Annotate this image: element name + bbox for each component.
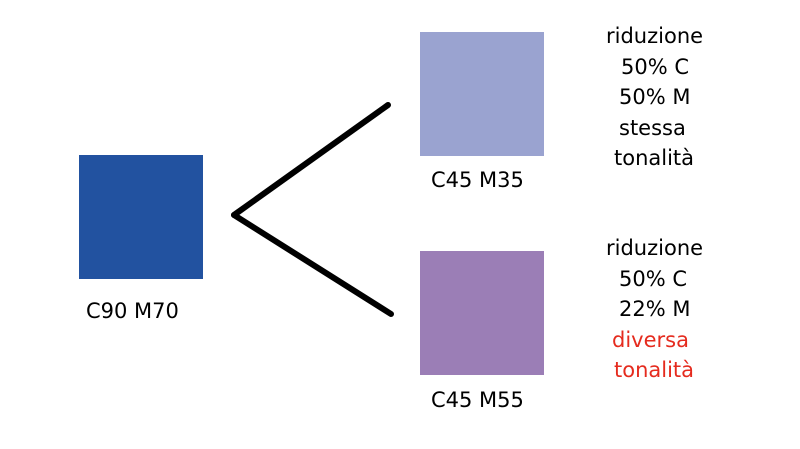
target-note-1: riduzione 50% C 50% M stessa tonalità bbox=[606, 21, 703, 174]
target-swatch-1 bbox=[420, 32, 544, 156]
note-1-line-4: stessa bbox=[619, 115, 686, 140]
note-2-line-4: diversa bbox=[612, 327, 689, 352]
branch-line-upper bbox=[231, 102, 391, 218]
note-2-line-2: 50% C bbox=[619, 266, 688, 291]
source-color-label: C90 M70 bbox=[86, 299, 179, 323]
note-2-line-1: riduzione bbox=[606, 236, 704, 260]
note-2-line-3: 22% M bbox=[619, 297, 691, 321]
branch-line-lower bbox=[231, 212, 394, 317]
note-1-line-3: 50% M bbox=[619, 85, 691, 109]
note-1-line-1: riduzione bbox=[606, 24, 704, 48]
target-label-1: C45 M35 bbox=[431, 168, 524, 192]
target-note-2: riduzione 50% C 22% M diversa tonalità bbox=[606, 233, 703, 386]
note-1-line-5: tonalità bbox=[614, 146, 695, 170]
note-2-line-5: tonalità bbox=[614, 358, 695, 382]
target-swatch-2 bbox=[420, 251, 544, 375]
target-label-2: C45 M55 bbox=[431, 388, 524, 412]
note-1-line-2: 50% C bbox=[621, 54, 690, 79]
source-color-swatch bbox=[79, 155, 203, 279]
